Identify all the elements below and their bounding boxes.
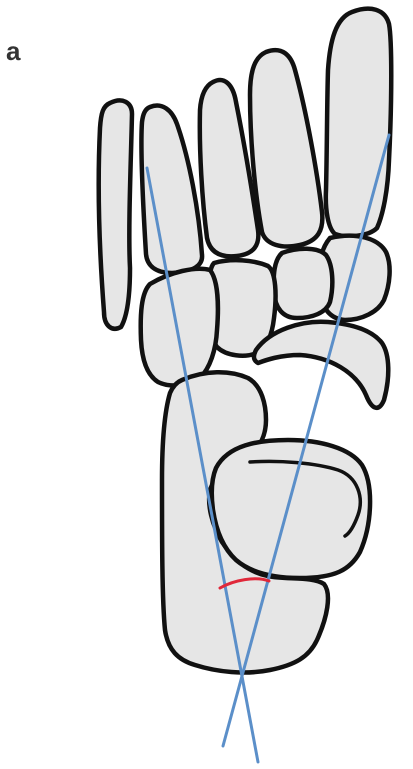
cuboid [141, 269, 218, 386]
metatarsal-5 [99, 100, 132, 328]
metatarsal-2 [250, 50, 322, 246]
navicular [254, 322, 388, 408]
intermediate-cuneiform [274, 249, 333, 318]
metatarsal-1 [326, 9, 391, 237]
